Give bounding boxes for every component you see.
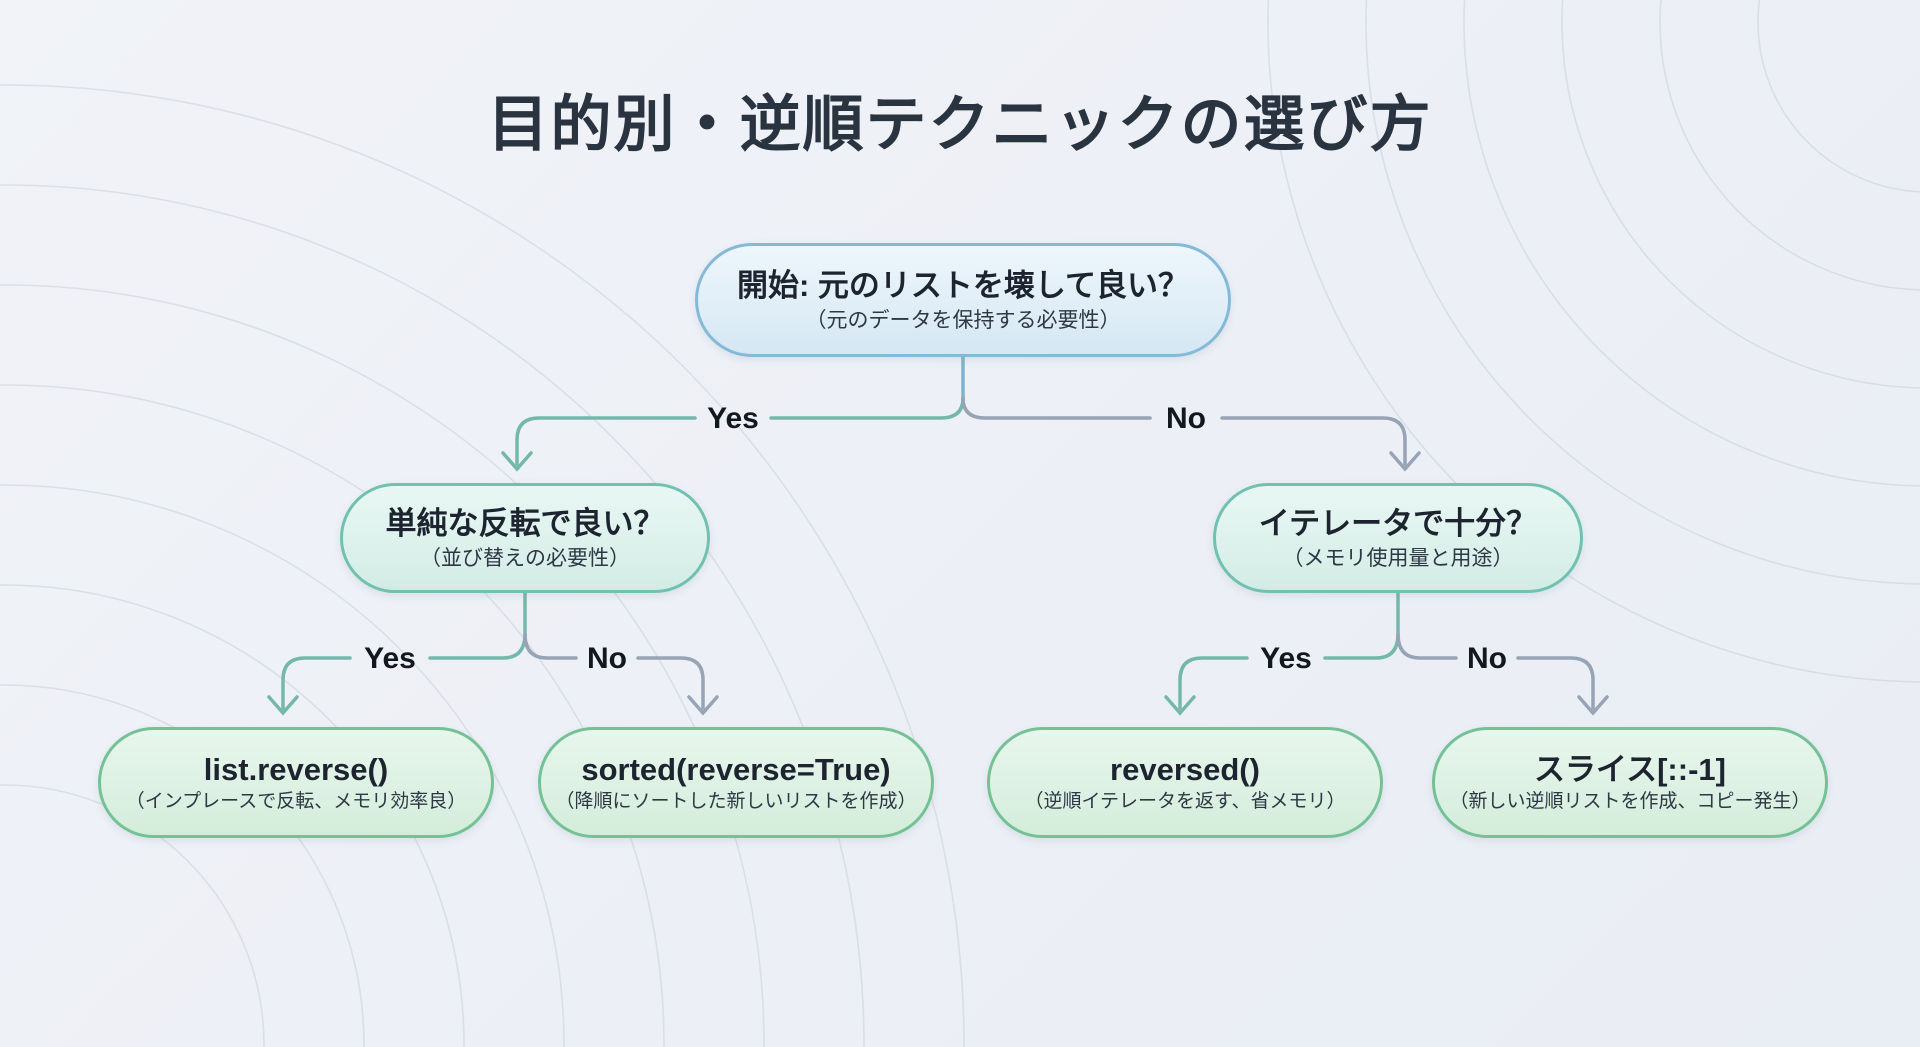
node-reversed-fn-subtitle: （逆順イテレータを返す、省メモリ） xyxy=(1024,791,1346,813)
page-title: 目的別・逆順テクニックの選び方 xyxy=(487,90,1433,158)
branch-label-left-no: No xyxy=(587,642,627,675)
branch-label-root-no: No xyxy=(1166,402,1206,435)
branch-label-left-yes: Yes xyxy=(364,642,416,675)
node-root-question: 開始: 元のリストを壊して良い？ （元のデータを保持する必要性） xyxy=(695,243,1231,357)
arrowhead-left-no xyxy=(687,695,719,716)
branch-label-right-no: No xyxy=(1467,642,1507,675)
corner-arcs-bottom-left xyxy=(0,84,965,1047)
node-list-reverse-title: list.reverse() xyxy=(203,751,389,787)
node-slice-reverse: スライス[::-1] （新しい逆順リストを作成、コピー発生） xyxy=(1432,727,1828,838)
edge-root-no xyxy=(961,396,1407,466)
node-list-reverse: list.reverse() （インプレースで反転、メモリ効率良） xyxy=(98,727,494,838)
arrowhead-root-no xyxy=(1389,451,1421,472)
arrowhead-right-yes xyxy=(1164,695,1196,716)
node-iterator-title: イテレータで十分？ xyxy=(1258,506,1538,542)
edge-left-no xyxy=(523,632,705,710)
edge-right-no xyxy=(1396,632,1595,710)
node-sorted-reverse-subtitle: （降順にソートした新しいリストを作成） xyxy=(555,791,917,813)
node-root-title: 開始: 元のリストを壊して良い？ xyxy=(736,268,1189,304)
branch-label-right-yes: Yes xyxy=(1260,642,1312,675)
arrowhead-root-yes xyxy=(501,451,533,472)
node-reversed-fn: reversed() （逆順イテレータを返す、省メモリ） xyxy=(987,727,1383,838)
arrowhead-left-yes xyxy=(267,695,299,716)
branch-label-root-yes: Yes xyxy=(707,402,759,435)
node-simple-reverse-question: 単純な反転で良い？ （並び替えの必要性） xyxy=(340,483,710,593)
node-iterator-question: イテレータで十分？ （メモリ使用量と用途） xyxy=(1213,483,1583,593)
arrowhead-right-no xyxy=(1577,695,1609,716)
node-root-subtitle: （元のデータを保持する必要性） xyxy=(805,308,1121,332)
node-list-reverse-subtitle: （インプレースで反転、メモリ効率良） xyxy=(125,791,467,813)
node-slice-reverse-title: スライス[::-1] xyxy=(1534,751,1726,787)
node-sorted-reverse: sorted(reverse=True) （降順にソートした新しいリストを作成） xyxy=(538,727,934,838)
node-iterator-subtitle: （メモリ使用量と用途） xyxy=(1282,546,1514,570)
node-simple-reverse-subtitle: （並び替えの必要性） xyxy=(420,546,630,570)
node-slice-reverse-subtitle: （新しい逆順リストを作成、コピー発生） xyxy=(1449,791,1811,813)
node-simple-reverse-title: 単純な反転で良い？ xyxy=(385,506,665,542)
node-reversed-fn-title: reversed() xyxy=(1110,751,1260,787)
corner-arcs-top-right xyxy=(1267,0,1920,683)
node-sorted-reverse-title: sorted(reverse=True) xyxy=(581,751,891,787)
